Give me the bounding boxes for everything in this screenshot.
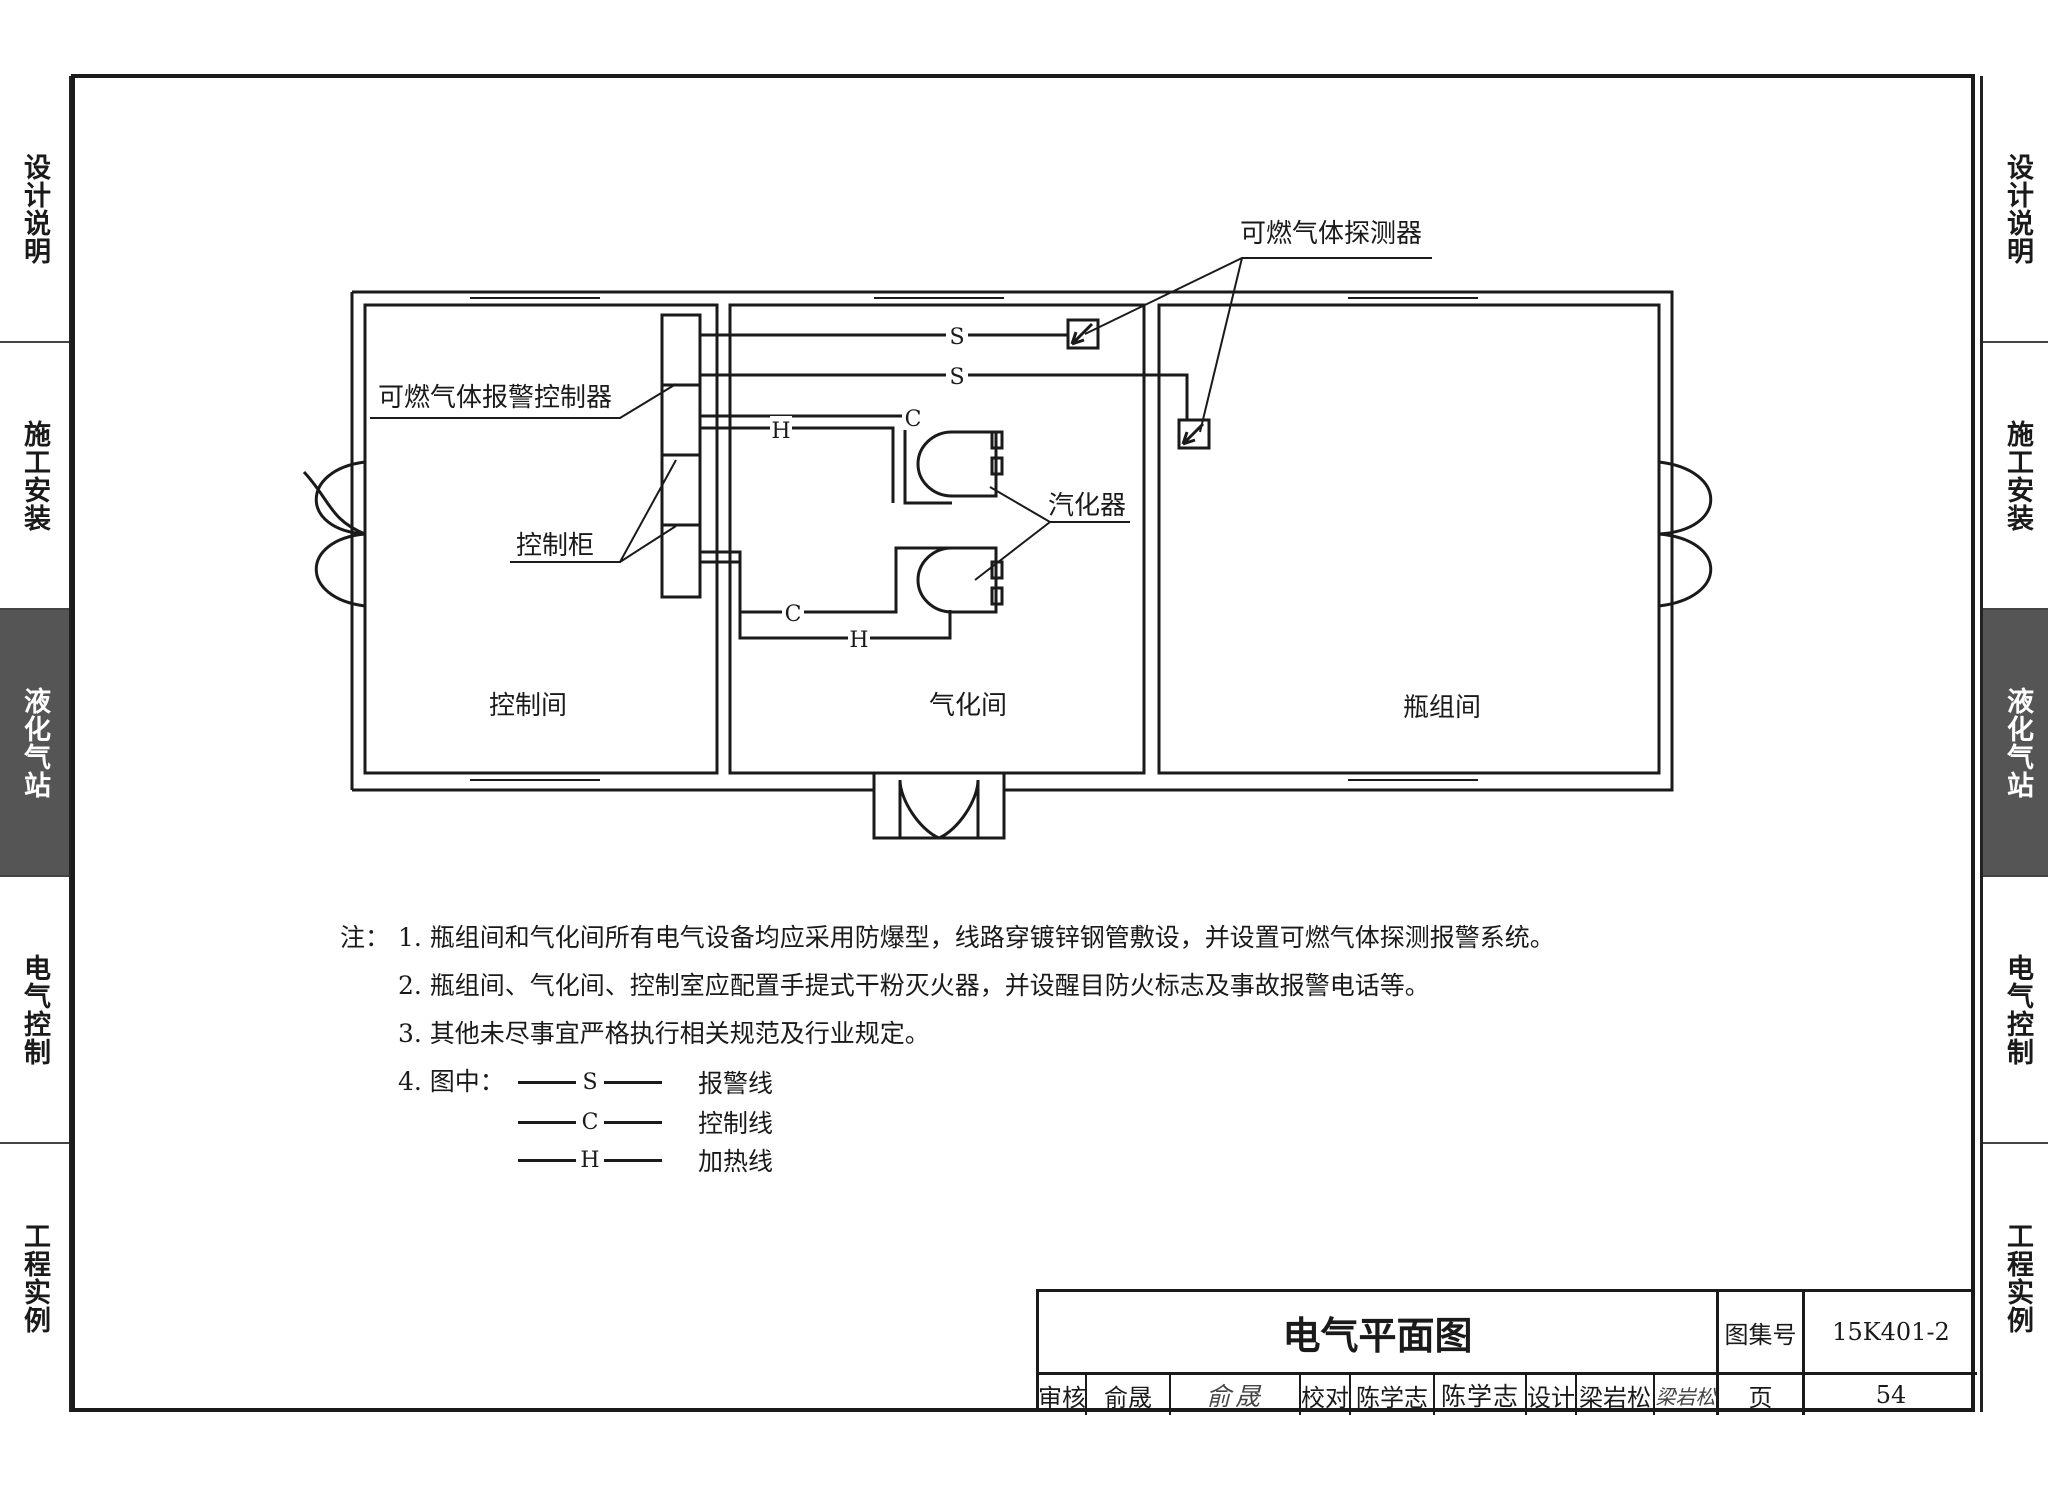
checker-signature: 陈学志 <box>1435 1375 1527 1415</box>
control-room-door <box>302 460 367 608</box>
outer-wall <box>352 290 1674 792</box>
review-label: 审核 <box>1038 1375 1087 1415</box>
legend-row-alarm: S 报警线 <box>518 1064 773 1100</box>
title-block: 电气平面图 图集号 15K401-2 审核 俞晟 俞晟 校对 陈学志 陈学志 设… <box>1036 1289 1977 1415</box>
sidebar-tab-label: 液化气站 <box>2002 686 2033 799</box>
sidebar-tab-label: 工程实例 <box>19 1222 50 1334</box>
sidebar-tab-lpg-station[interactable]: 液化气站 <box>1983 610 2048 877</box>
alarm-line-2 <box>700 373 1189 420</box>
drawing-frame <box>71 74 1975 1412</box>
cabinet-leader <box>510 459 677 563</box>
design-label: 设计 <box>1527 1375 1577 1415</box>
control-cabinet-label: 控制柜 <box>516 531 594 561</box>
note-item-1: 1. 瓶组间和气化间所有电气设备均应采用防爆型，线路穿镀锌钢管敷设，并设置可燃气… <box>398 923 1555 952</box>
designer-signature: 梁岩松 <box>1655 1375 1719 1415</box>
line-code-c-1: C <box>905 407 922 432</box>
cylinder-room-name: 瓶组间 <box>1403 693 1481 723</box>
line-code-h-2: H <box>849 628 868 653</box>
legend-row-control: C 控制线 <box>518 1104 773 1140</box>
vaporizer-label: 汽化器 <box>1048 491 1126 521</box>
control-line-2 <box>700 546 952 614</box>
heating-line-2 <box>700 560 952 640</box>
sidebar-tab-label: 液化气站 <box>19 686 50 799</box>
gas-detector-2 <box>1177 418 1211 450</box>
control-line-1 <box>700 414 952 505</box>
legend-row-heating: H 加热线 <box>518 1142 773 1178</box>
vaporizer-leader <box>974 486 1130 581</box>
atlas-label: 图集号 <box>1719 1292 1805 1372</box>
sidebar-tab-examples[interactable]: 工程实例 <box>0 1144 69 1412</box>
cylinder-room-door <box>1657 460 1713 608</box>
right-section-sidebar: 设计说明 施工安装 液化气站 电气控制 工程实例 <box>1980 76 2048 1412</box>
gas-detector-1 <box>1066 318 1100 350</box>
sidebar-tab-label: 施工安装 <box>2002 419 2033 532</box>
controller-leader <box>370 383 677 419</box>
reviewer-signature: 俞晟 <box>1171 1375 1301 1415</box>
alarm-controller-label: 可燃气体报警控制器 <box>378 383 612 413</box>
line-code-s-2: S <box>949 365 964 390</box>
sidebar-tab-electrical[interactable]: 电气控制 <box>0 877 69 1144</box>
sidebar-tab-examples[interactable]: 工程实例 <box>1983 1144 2048 1412</box>
sidebar-tab-label: 工程实例 <box>2002 1222 2033 1334</box>
reviewer-name: 俞晟 <box>1087 1375 1171 1415</box>
check-label: 校对 <box>1301 1375 1351 1415</box>
sidebar-tab-label: 设计说明 <box>2002 152 2033 265</box>
sidebar-tab-label: 电气控制 <box>2002 953 2033 1066</box>
sidebar-tab-label: 施工安装 <box>19 419 50 532</box>
sidebar-tab-design-notes[interactable]: 设计说明 <box>1983 76 2048 343</box>
title-block-divider <box>1039 1372 1977 1375</box>
designer-name: 梁岩松 <box>1577 1375 1655 1415</box>
sidebar-tab-construction[interactable]: 施工安装 <box>0 343 69 610</box>
heating-line-1 <box>700 426 895 450</box>
sidebar-tab-electrical[interactable]: 电气控制 <box>1983 877 2048 1144</box>
atlas-number: 15K401-2 <box>1832 1318 1950 1346</box>
sidebar-tab-design-notes[interactable]: 设计说明 <box>0 76 69 343</box>
legend-code: H <box>580 1147 600 1173</box>
vaporizer-room-door <box>898 779 980 840</box>
checker-name: 陈学志 <box>1351 1375 1435 1415</box>
line-code-s-1: S <box>949 325 964 350</box>
sidebar-tab-label: 设计说明 <box>19 152 50 265</box>
sidebar-tab-lpg-station[interactable]: 液化气站 <box>0 610 69 877</box>
note-item-2: 2. 瓶组间、气化间、控制室应配置手提式干粉灭火器，并设醒目防火标志及事故报警电… <box>398 971 1430 1000</box>
line-code-h-1: H <box>771 419 790 444</box>
left-section-sidebar: 设计说明 施工安装 液化气站 电气控制 工程实例 <box>0 76 72 1412</box>
vaporizer-room-name: 气化间 <box>929 691 1007 721</box>
vaporizer-1 <box>916 430 998 498</box>
note-item-4: 4. 图中： <box>398 1067 505 1096</box>
legend-name: 报警线 <box>698 1069 774 1098</box>
page-label: 页 <box>1719 1375 1805 1415</box>
detector-leader <box>1084 257 1432 433</box>
sidebar-tab-label: 电气控制 <box>19 953 50 1066</box>
legend-name: 控制线 <box>698 1109 774 1138</box>
legend-code: C <box>581 1109 599 1135</box>
line-code-c-2: C <box>785 602 802 627</box>
sidebar-tab-construction[interactable]: 施工安装 <box>1983 343 2048 610</box>
vaporizer-2 <box>916 546 998 614</box>
drawing-title: 电气平面图 <box>1039 1292 1719 1372</box>
page-number: 54 <box>1875 1381 1907 1409</box>
legend-code: S <box>582 1069 598 1095</box>
legend-name: 加热线 <box>698 1147 774 1176</box>
notes-prefix: 注： <box>340 923 391 952</box>
control-room-name: 控制间 <box>489 691 567 721</box>
detector-label: 可燃气体探测器 <box>1240 219 1422 249</box>
note-item-3: 3. 其他未尽事宜严格执行相关规范及行业规定。 <box>398 1019 930 1048</box>
